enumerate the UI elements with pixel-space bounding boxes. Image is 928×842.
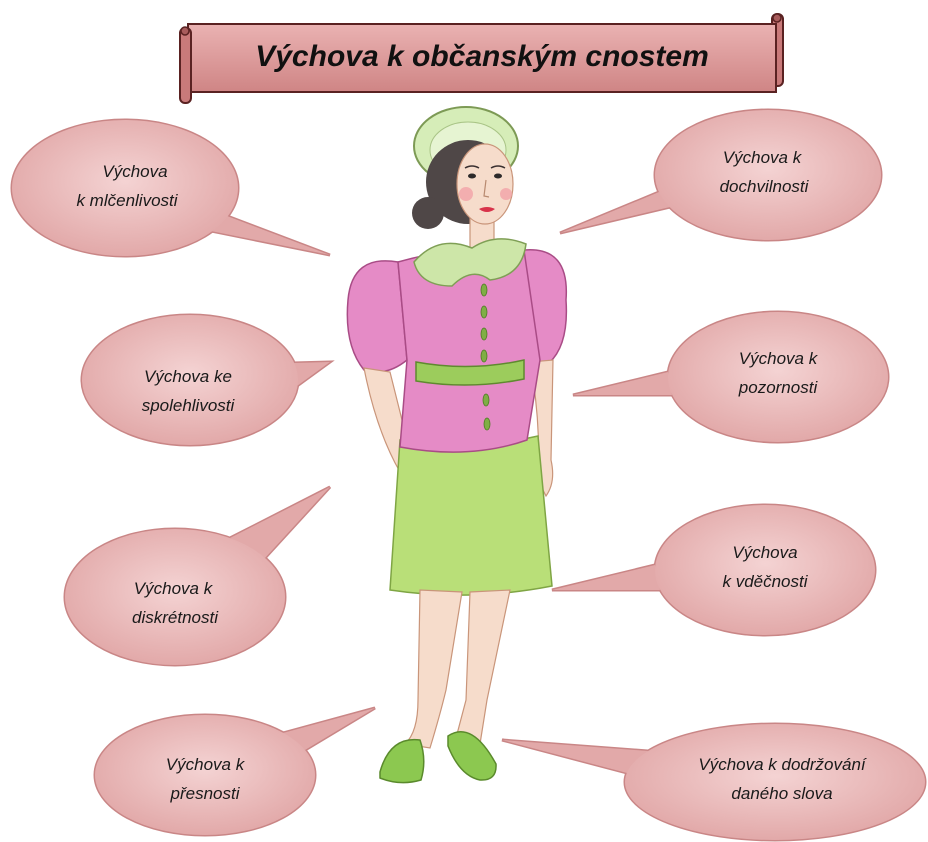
bubble-text-line: spolehlivosti xyxy=(142,396,236,415)
skirt xyxy=(390,436,552,595)
woman-figure xyxy=(347,107,566,783)
left-cheek xyxy=(459,187,473,201)
bubble-mlcenlivosti: Výchova k mlčenlivosti xyxy=(12,120,330,256)
button xyxy=(483,394,489,406)
bubble-text-line: diskrétnosti xyxy=(132,608,219,627)
bubble-text-line: pozornosti xyxy=(738,378,819,397)
left-sleeve xyxy=(347,261,407,372)
bubble-text-line: Výchova k xyxy=(723,148,803,167)
banner-right-curl xyxy=(773,14,781,22)
left-shoe xyxy=(380,740,424,783)
banner-left-roll xyxy=(180,28,191,103)
left-eye xyxy=(468,174,476,179)
right-cheek xyxy=(500,188,512,200)
right-leg xyxy=(456,590,510,744)
bubble-text-line: k mlčenlivosti xyxy=(76,191,178,210)
button xyxy=(481,350,487,362)
button xyxy=(481,328,487,340)
right-shoe xyxy=(448,732,496,780)
bubble-text-line: Výchova k xyxy=(134,579,214,598)
bubble-text-line: Výchova ke xyxy=(144,367,232,386)
bubble-text-line: Výchova k xyxy=(166,755,246,774)
bubble-presnosti: Výchova k přesnosti xyxy=(95,708,375,835)
bubble-text-line: Výchova k dodržování xyxy=(698,755,868,774)
bubble-pozornosti: Výchova k pozornosti xyxy=(573,312,888,442)
bubble-dochvilnosti: Výchova k dochvilnosti xyxy=(560,110,881,240)
button xyxy=(484,418,490,430)
bubble-text-line: přesnosti xyxy=(170,784,241,803)
bubble-text-line: daného slova xyxy=(731,784,832,803)
page-title: Výchova k občanským cnostem xyxy=(255,40,709,73)
left-leg xyxy=(405,590,462,748)
button xyxy=(481,284,487,296)
bubble-dodrzovani: Výchova k dodržování daného slova xyxy=(502,724,925,840)
blouse xyxy=(398,248,540,452)
bubble-vdecnosti: Výchova k vděčnosti xyxy=(552,505,875,635)
bubble-text-line: dochvilnosti xyxy=(720,177,810,196)
button xyxy=(481,306,487,318)
bubble-text-line: Výchova xyxy=(732,543,797,562)
title-banner: Výchova k občanským cnostem xyxy=(180,14,783,103)
bubble-text-line: Výchova k xyxy=(739,349,819,368)
banner-left-curl xyxy=(181,27,189,35)
bubble-text-line: k vděčnosti xyxy=(722,572,808,591)
bubble-spolehlivosti: Výchova ke spolehlivosti xyxy=(82,315,330,445)
bubble-diskretnosti: Výchova k diskrétnosti xyxy=(65,487,330,665)
right-eye xyxy=(494,174,502,179)
bubble-text-line: Výchova xyxy=(102,162,167,181)
hair-bun xyxy=(412,197,444,229)
